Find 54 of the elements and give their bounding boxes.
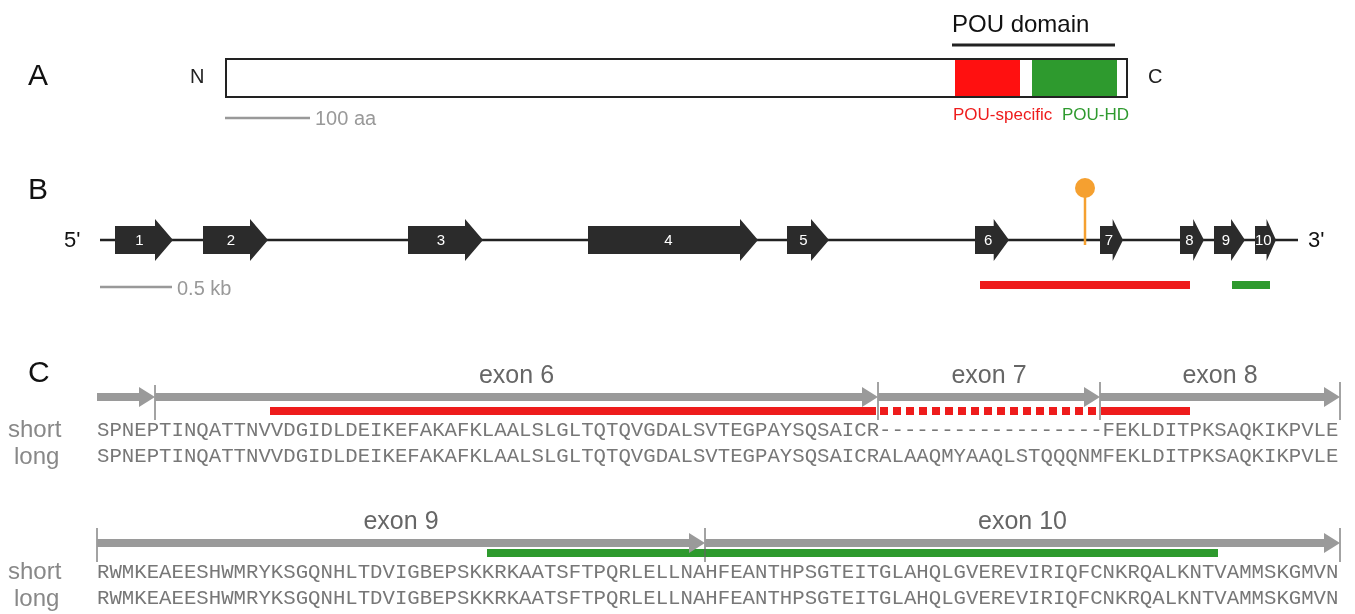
end-label: 3' (1308, 229, 1325, 251)
exon-block (1255, 219, 1276, 261)
domain-title: POU domain (952, 12, 1090, 36)
panel-letter: A (28, 60, 48, 90)
exon-number: 9 (1220, 232, 1232, 247)
exon-block (408, 219, 483, 261)
terminus-label: C (1148, 66, 1163, 86)
exon-block (1100, 219, 1123, 261)
exon-block (787, 219, 829, 261)
scale-label: 0.5 kb (177, 278, 232, 298)
exon-number: 6 (983, 232, 994, 247)
exon-number: 1 (134, 232, 145, 247)
sequence-text: RWMKEAEESHWMRYKSGQNHLTDVIGBEPSKKRKAATSFTPQRLELLNAHFEANTHPSGTEITGLAHQLGVEREVIRIQFCNKRQALKNTVAMMSKGMVN (97, 589, 1339, 610)
sequence-text: RWMKEAEESHWMRYKSGQNHLTDVIGBEPSKKRKAATSFTPQRLELLNAHFEANTHPSGTEITGLAHQLGVEREVIRIQFCNKRQALKNTVAMMSKGMVN (97, 563, 1339, 584)
exon-label: exon 10 (977, 508, 1068, 533)
domain-box (1032, 60, 1117, 96)
exon-segment (878, 362, 1100, 408)
domain-label: POU-specific (953, 106, 1053, 123)
exon-segment (1100, 362, 1340, 408)
exon-label: exon 8 (1181, 362, 1259, 387)
exon-label: exon 6 (477, 362, 556, 387)
row-label: short (8, 417, 62, 441)
sequence-text: SPNEPTINQATTNVVDGIDLDEIKEFAKAFKLAALSLGLTQTQVGDALSVTEGPAYSQSAICRALAAQMYAAQLSTQQQNMFEKLDITPKSAQKIKPVLE (97, 447, 1339, 468)
terminus-label: N (190, 66, 205, 86)
panel-letter: B (28, 174, 48, 204)
exon-block (1214, 219, 1245, 261)
scale-label: 100 aa (315, 108, 377, 128)
exon-segment (705, 508, 1340, 554)
row-label: long (14, 444, 60, 468)
row-label: long (14, 586, 60, 610)
exon-number: 2 (225, 232, 237, 247)
exon-block (203, 219, 268, 261)
exon-block (975, 219, 1009, 261)
exon-segment (97, 386, 155, 408)
exon-number: 5 (798, 232, 809, 247)
exon-block (1180, 219, 1204, 261)
end-label: 5' (64, 229, 81, 251)
protein-bar (225, 58, 1128, 98)
exon-number: 7 (1103, 232, 1115, 247)
exon-label: exon 9 (362, 508, 440, 533)
domain-label: POU-HD (1062, 106, 1130, 123)
panel-letter: C (28, 357, 50, 387)
exon-number: 8 (1184, 232, 1195, 247)
exon-segment (155, 362, 878, 408)
exon-block (588, 219, 758, 261)
row-label: short (8, 559, 62, 583)
exon-label: exon 7 (950, 362, 1028, 387)
exon-segment (97, 508, 705, 554)
exon-number: 10 (1255, 232, 1272, 247)
exon-block (115, 219, 173, 261)
exon-number: 3 (435, 232, 447, 247)
exon-number: 4 (663, 232, 674, 247)
sequence-text: SPNEPTINQATTNVVDGIDLDEIKEFAKAFKLAALSLGLTQTQVGDALSVTEGPAYSQSAICR------------------FEKLDITPKSAQKIKPVLE (97, 421, 1339, 442)
domain-box (955, 60, 1020, 96)
